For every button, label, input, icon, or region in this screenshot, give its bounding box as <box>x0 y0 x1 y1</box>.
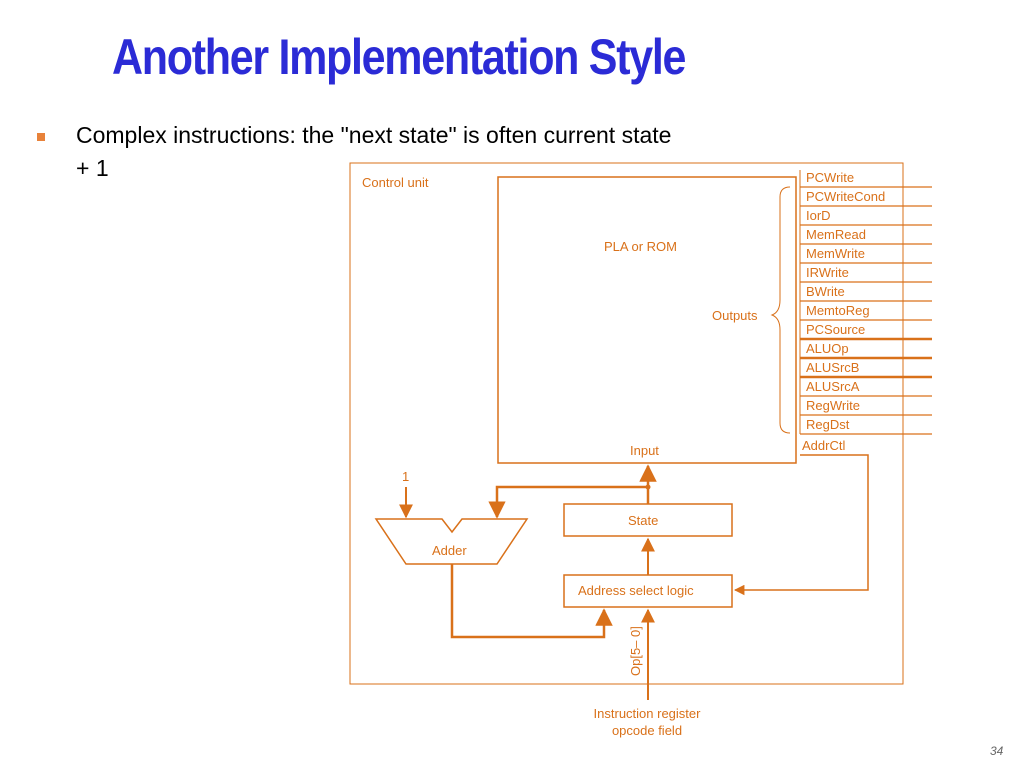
signal-label: MemRead <box>806 227 866 242</box>
opcode-field-label: opcode field <box>612 723 682 738</box>
signal-label: ALUSrcB <box>806 360 859 375</box>
constant-one-label: 1 <box>402 469 409 484</box>
junction-dot <box>645 484 651 490</box>
signal-label: RegDst <box>806 417 850 432</box>
state-to-adder-wire <box>488 485 648 519</box>
pla-rom-label: PLA or ROM <box>604 239 677 254</box>
address-select-label: Address select logic <box>578 583 694 598</box>
outputs-brace <box>770 186 791 434</box>
signal-label: IorD <box>806 208 831 223</box>
signal-label: RegWrite <box>806 398 860 413</box>
slide-title: Another Implementation Style <box>112 29 686 85</box>
state-label: State <box>628 513 658 528</box>
control-unit-label: Control unit <box>362 175 429 190</box>
page-number: 34 <box>990 744 1004 758</box>
signal-label: BWrite <box>806 284 845 299</box>
pla-rom-box <box>497 176 797 464</box>
signal-label: ALUSrcA <box>806 379 860 394</box>
input-label: Input <box>630 443 659 458</box>
addrctl-wire <box>733 454 869 596</box>
signal-label: PCWriteCond <box>806 189 885 204</box>
outputs-label: Outputs <box>712 308 758 323</box>
addrctl-label: AddrCtl <box>802 438 845 453</box>
instruction-register-label: Instruction register <box>594 706 702 721</box>
control-unit-box <box>349 162 904 685</box>
bullet-text: Complex instructions: the "next state" i… <box>76 122 672 181</box>
adder-label: Adder <box>432 543 467 558</box>
signal-label: PCWrite <box>806 170 854 185</box>
signal-label: ALUOp <box>806 341 849 356</box>
adder-to-address-wire <box>450 564 613 639</box>
signal-label: IRWrite <box>806 265 849 280</box>
opcode-label: Op[5– 0] <box>628 626 643 676</box>
signal-label: MemWrite <box>806 246 865 261</box>
signal-label: MemtoReg <box>806 303 870 318</box>
bullet-marker <box>37 133 45 141</box>
signal-label: PCSource <box>806 322 865 337</box>
adder-shape <box>374 518 529 565</box>
